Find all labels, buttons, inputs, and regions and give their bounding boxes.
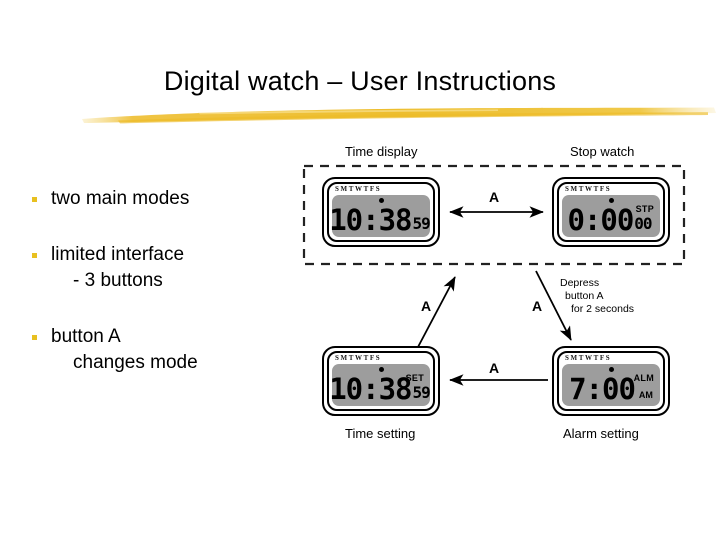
note-line-2: button A [565,290,604,302]
transition-label-right-down: A [532,298,543,314]
bullet-text: limited interface - 3 buttons [51,242,184,294]
state-transition-diagram: Time display Stop watch Time setting Ala… [290,135,720,455]
note-line-1: Depress [560,277,600,289]
bullet-text: button A changes mode [51,324,198,376]
weekday-dot-icon [379,367,384,372]
weekday-indicator-label: SMTWTFS [565,354,612,362]
page-title: Digital watch – User Instructions [163,66,557,96]
label-alarm-setting: Alarm setting [563,426,639,441]
digits-main: 10:38 [329,203,412,237]
bullet-main-text: limited interface [51,244,185,265]
digits-seconds: 00 [634,214,652,233]
lcd-screen: 10:38 59 [329,195,431,237]
bullet-sub-text: - 3 buttons [73,270,163,291]
digits-main: 7:00 [569,372,636,406]
list-item: two main modes [32,186,302,212]
watch-alarm-setting[interactable]: SMTWTFS ALM 7:00 AM [552,346,670,416]
mode-tag: STP [635,204,654,214]
digits-seconds: 59 [412,214,431,233]
mode-tag: SET [405,373,424,383]
watch-case: SMTWTFS 10:38 59 [327,182,435,242]
weekday-dot-icon [609,198,614,203]
title-underline-brushstroke [82,107,716,124]
bullet-marker-icon [32,335,37,340]
transition-label-top: A [489,189,500,205]
lcd-screen: SET 10:38 59 [329,364,431,406]
watch-case: SMTWTFS ALM 7:00 AM [557,351,665,411]
label-stop-watch: Stop watch [570,144,635,159]
lcd-screen: ALM 7:00 AM [562,364,660,406]
watch-case: SMTWTFS SET 10:38 59 [327,351,435,411]
weekday-indicator-label: SMTWTFS [335,185,382,193]
time-readout: 10:38 59 [329,372,431,406]
watch-time-display[interactable]: SMTWTFS 10:38 59 [322,177,440,247]
transition-label-left-up: A [421,298,432,314]
weekday-dot-icon [609,367,614,372]
time-readout: 10:38 59 [329,203,431,237]
digits-ampm: AM [638,390,653,400]
bullet-main-text: two main modes [51,188,190,209]
weekday-indicator-label: SMTWTFS [335,354,382,362]
time-readout: 7:00 AM [562,374,660,404]
weekday-dot-icon [379,198,384,203]
depress-button-note: Depress button A for 2 seconds [560,277,634,316]
label-time-display: Time display [345,144,418,159]
list-item: button A changes mode [32,324,302,376]
digits-seconds: 59 [412,383,431,402]
bullet-sub-text: changes mode [73,352,198,373]
bullet-marker-icon [32,197,37,202]
digits-main: 10:38 [329,372,412,406]
bullet-main-text: button A [51,326,121,347]
time-readout: 0:00 00 [562,205,660,235]
label-time-setting: Time setting [345,426,416,441]
bullet-text: two main modes [51,186,189,212]
digits-main: 0:00 [567,203,634,237]
mode-tag: ALM [633,373,654,383]
bullet-marker-icon [32,253,37,258]
watch-case: SMTWTFS STP 0:00 00 [557,182,665,242]
diagram-connectors [302,164,686,386]
lcd-screen: STP 0:00 00 [562,195,660,237]
list-item: limited interface - 3 buttons [32,242,302,294]
weekday-indicator-label: SMTWTFS [565,185,612,193]
note-line-3: for 2 seconds [571,303,635,315]
watch-time-setting[interactable]: SMTWTFS SET 10:38 59 [322,346,440,416]
bullet-list: two main modes limited interface - 3 but… [32,186,302,406]
transition-label-bottom: A [489,360,500,376]
watch-stop-watch[interactable]: SMTWTFS STP 0:00 00 [552,177,670,247]
